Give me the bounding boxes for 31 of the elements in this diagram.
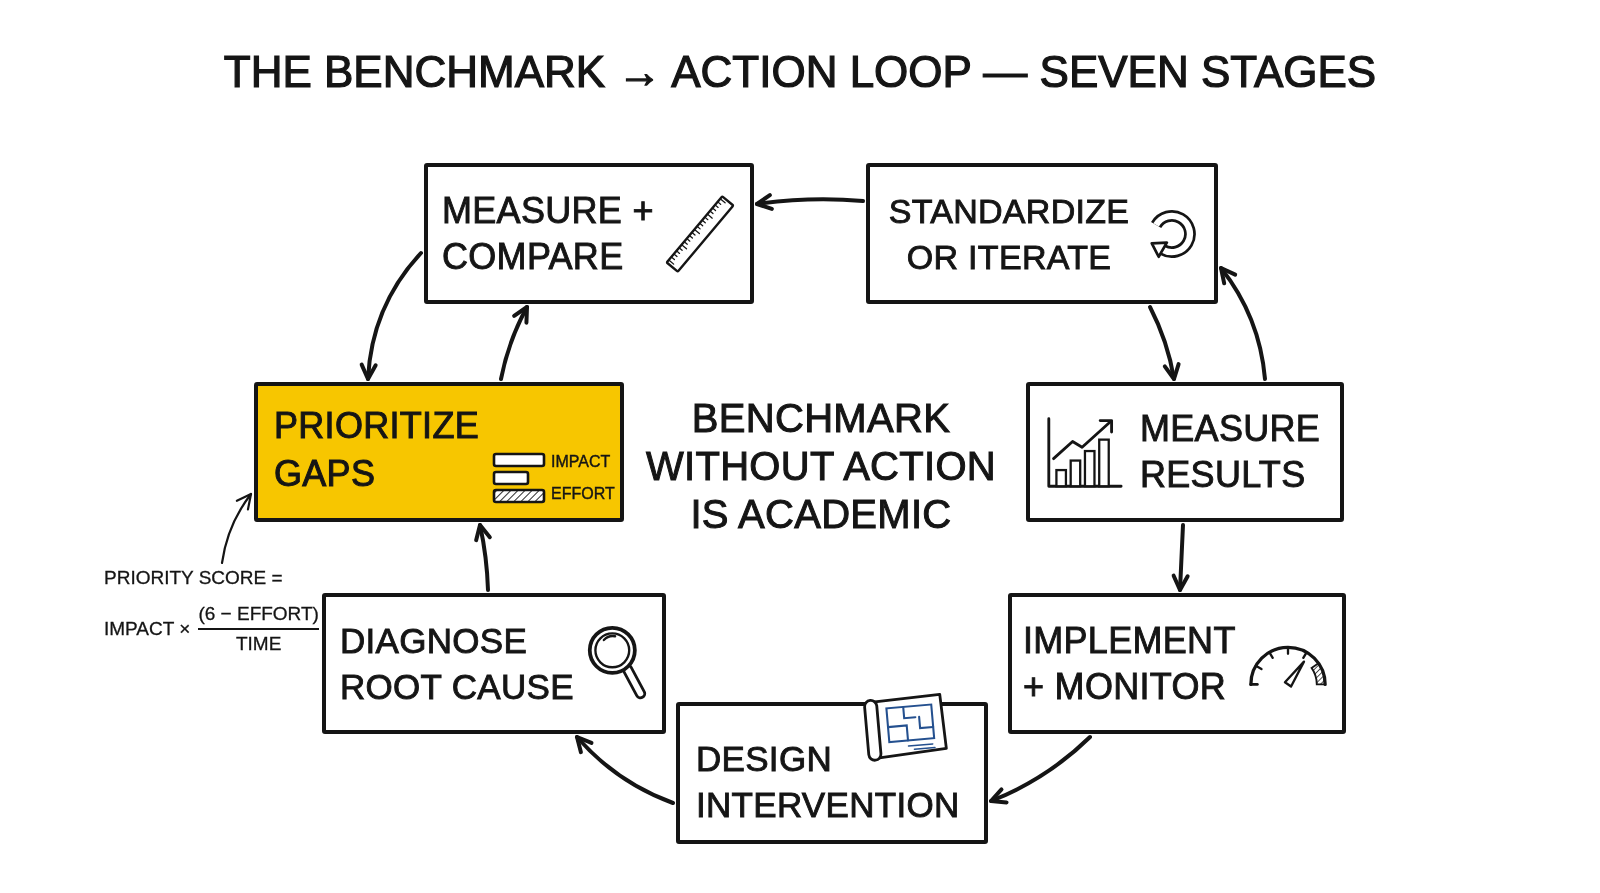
arrow xyxy=(220,492,253,565)
formula-denominator: TIME xyxy=(235,632,282,656)
stage-label: IMPLEMENT + MONITOR xyxy=(1022,618,1236,709)
process-box xyxy=(1008,593,1346,734)
stage-label: PRIORITIZE GAPS xyxy=(274,404,480,496)
process-box xyxy=(424,163,754,304)
process-box xyxy=(322,593,666,734)
arrow xyxy=(1171,523,1190,592)
process-box xyxy=(866,163,1218,304)
arrow xyxy=(360,251,423,381)
arrow xyxy=(499,305,529,381)
stage-label: STANDARDIZE OR ITERATE xyxy=(887,190,1131,278)
arrow xyxy=(1219,266,1267,381)
arrow xyxy=(575,735,675,805)
arrow xyxy=(1148,305,1181,381)
diagram-title: THE BENCHMARK → ACTION LOOP — SEVEN STAGES xyxy=(223,46,1377,98)
stage-label: MEASURE RESULTS xyxy=(1140,407,1322,497)
stage-label: DESIGN INTERVENTION xyxy=(696,738,961,826)
bar-label: EFFORT xyxy=(551,484,615,504)
highlighted-box xyxy=(254,382,624,522)
bar-label: IMPACT xyxy=(551,452,612,472)
stage-label: MEASURE + COMPARE xyxy=(442,188,655,279)
formula-text: IMPACT × xyxy=(104,617,191,641)
stage-label: DIAGNOSE ROOT CAUSE xyxy=(340,619,575,708)
formula-numerator: (6 − EFFORT) xyxy=(198,602,319,626)
arrow xyxy=(989,735,1092,805)
process-box xyxy=(1026,382,1344,522)
arrow xyxy=(755,193,865,212)
formula-text: PRIORITY SCORE = xyxy=(104,566,283,590)
arrow xyxy=(474,523,492,592)
center-statement: BENCHMARK WITHOUT ACTION IS ACADEMIC xyxy=(644,395,998,538)
